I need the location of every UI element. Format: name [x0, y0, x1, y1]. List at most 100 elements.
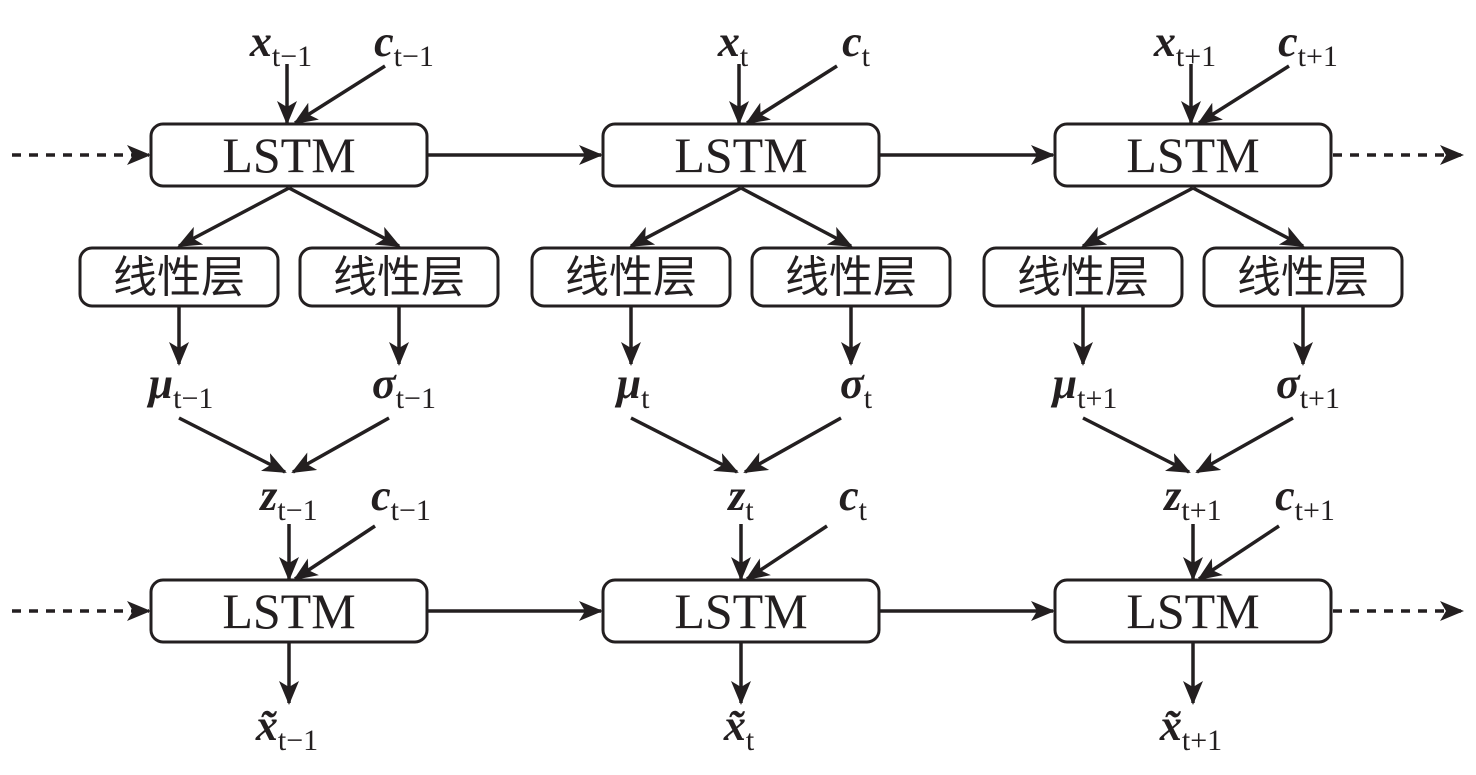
sigma-t: σt [840, 359, 873, 415]
input-x-t+1-symbol: x [1153, 17, 1176, 66]
decoder-lstm-t-1-label: LSTM [222, 583, 355, 639]
input-c-t-subscript: t [862, 40, 871, 73]
arrow-encoder-to-linear-mu-t+1 [1081, 186, 1194, 248]
z-t: zt [726, 471, 754, 527]
input-x-t-1-symbol: x [249, 17, 272, 66]
input-x-t-1: xt−1 [249, 17, 312, 73]
output-x-tilde-t: x̃t [723, 701, 755, 757]
z-t+1-subscript: t+1 [1181, 494, 1221, 527]
output-x-tilde-t-subscript: t [746, 724, 755, 757]
input-c-t-1: ct−1 [374, 17, 434, 73]
z-t-symbol: z [726, 471, 745, 520]
input-x-t-symbol: x [717, 17, 740, 66]
sigma-t+1-symbol: σ [1276, 359, 1301, 408]
output-x-tilde-t+1-symbol: x̃ [1159, 701, 1182, 750]
decoder-lstm-t+1-label: LSTM [1126, 583, 1259, 639]
arrow-c-to-encoder-t+1 [1197, 64, 1290, 125]
input-c-t-symbol: c [842, 17, 862, 66]
arrow-sigma-to-z-t+1 [1195, 416, 1294, 474]
linear-layer-sigma-t-1-frame [298, 246, 500, 308]
linear-layer-mu-t: 线性层 [530, 246, 732, 308]
output-x-tilde-t-1: x̃t−1 [255, 701, 318, 757]
input-c-t+1: ct+1 [1278, 17, 1338, 73]
linear-layer-mu-t-1: 线性层 [78, 246, 280, 308]
decoder-lstm-t-1: LSTM [149, 578, 429, 644]
mu-t+1-subscript: t+1 [1077, 382, 1117, 415]
input-c-t+1-symbol: c [1278, 17, 1298, 66]
linear-layer-sigma-t+1: 线性层 [1202, 246, 1404, 308]
decoder-input-c-t-1: ct−1 [371, 471, 431, 527]
arrow-mu-to-z-t+1 [1082, 416, 1191, 474]
output-x-tilde-t-symbol: x̃ [723, 701, 746, 750]
decoder-lstm-t+1: LSTM [1053, 578, 1333, 644]
encoder-lstm-t+1-label: LSTM [1126, 127, 1259, 183]
linear-layer-mu-t-label: 线性层 [565, 252, 697, 303]
arrow-sigma-to-z-t-1 [291, 416, 390, 474]
sigma-t+1-subscript: t+1 [1300, 382, 1340, 415]
decoder-lstm-t-frame [601, 578, 881, 644]
input-c-t-1-subscript: t−1 [394, 40, 434, 73]
decoder-lstm-t-label: LSTM [674, 583, 807, 639]
arrow-c-to-decoder-t-1 [293, 524, 376, 581]
decoder-input-c-t+1: ct+1 [1275, 471, 1335, 527]
decoder-input-c-t: ct [839, 471, 868, 527]
linear-layer-sigma-t+1-label: 线性层 [1237, 252, 1369, 303]
arrow-encoder-to-linear-sigma-t+1 [1192, 186, 1305, 248]
sigma-t-1-symbol: σ [372, 359, 397, 408]
output-x-tilde-t+1-subscript: t+1 [1182, 724, 1222, 757]
encoder-lstm-t-label: LSTM [674, 127, 807, 183]
mu-t-1-subscript: t−1 [173, 382, 213, 415]
linear-layer-sigma-t-frame [750, 246, 952, 308]
encoder-lstm-t+1: LSTM [1053, 122, 1333, 188]
linear-layer-sigma-t-1-label: 线性层 [333, 252, 465, 303]
encoder-lstm-t-1-label: LSTM [222, 127, 355, 183]
input-c-t: ct [842, 17, 871, 73]
decoder-input-c-t-subscript: t [859, 494, 868, 527]
encoder-lstm-t-1: LSTM [149, 122, 429, 188]
arrow-encoder-to-linear-sigma-t-1 [288, 186, 401, 248]
arrow-c-to-encoder-t-1 [293, 64, 386, 125]
mu-t-1: μt−1 [147, 359, 214, 415]
sigma-t-subscript: t [864, 382, 873, 415]
encoder-lstm-t+1-frame [1053, 122, 1333, 188]
decoder-lstm-t: LSTM [601, 578, 881, 644]
arrow-sigma-to-z-t [743, 416, 842, 474]
output-x-tilde-t-1-subscript: t−1 [278, 724, 318, 757]
mu-t+1-symbol: μ [1051, 359, 1077, 408]
linear-layer-mu-t-1-label: 线性层 [113, 252, 245, 303]
decoder-input-c-t-1-symbol: c [371, 471, 391, 520]
decoder-lstm-t+1-frame [1053, 578, 1333, 644]
linear-layer-sigma-t-label: 线性层 [785, 252, 917, 303]
arrow-mu-to-z-t [630, 416, 739, 474]
arrow-c-to-decoder-t [745, 524, 828, 581]
mu-t-symbol: μ [615, 359, 641, 408]
linear-layer-mu-t+1: 线性层 [982, 246, 1184, 308]
nodes-layer: LSTM 线性层 线性层 LSTM LSTM 线性层 线性层 LSTM LSTM 线性层 线性层 LS… [78, 122, 1404, 644]
input-x-t+1-subscript: t+1 [1176, 40, 1216, 73]
sigma-t+1: σt+1 [1276, 359, 1340, 415]
input-x-t+1: xt+1 [1153, 17, 1216, 73]
sigma-t-1: σt−1 [372, 359, 436, 415]
decoder-lstm-t-1-frame [149, 578, 429, 644]
linear-layer-sigma-t-1: 线性层 [298, 246, 500, 308]
mu-t: μt [615, 359, 650, 415]
decoder-input-c-t+1-symbol: c [1275, 471, 1295, 520]
encoder-lstm-t: LSTM [601, 122, 881, 188]
linear-layer-sigma-t: 线性层 [750, 246, 952, 308]
encoder-lstm-t-frame [601, 122, 881, 188]
z-t-1-symbol: z [258, 471, 277, 520]
z-t-1-subscript: t−1 [277, 494, 317, 527]
output-x-tilde-t+1: x̃t+1 [1159, 701, 1222, 757]
decoder-input-c-t+1-subscript: t+1 [1295, 494, 1335, 527]
decoder-input-c-t-symbol: c [839, 471, 859, 520]
arrow-encoder-to-linear-sigma-t [740, 186, 853, 248]
z-t-1: zt−1 [258, 471, 317, 527]
sigma-t-1-subscript: t−1 [396, 382, 436, 415]
linear-layer-mu-t+1-label: 线性层 [1017, 252, 1149, 303]
mu-t+1: μt+1 [1051, 359, 1118, 415]
z-t+1: zt+1 [1162, 471, 1221, 527]
input-c-t+1-subscript: t+1 [1298, 40, 1338, 73]
input-x-t-1-subscript: t−1 [272, 40, 312, 73]
linear-layer-mu-t-1-frame [78, 246, 280, 308]
